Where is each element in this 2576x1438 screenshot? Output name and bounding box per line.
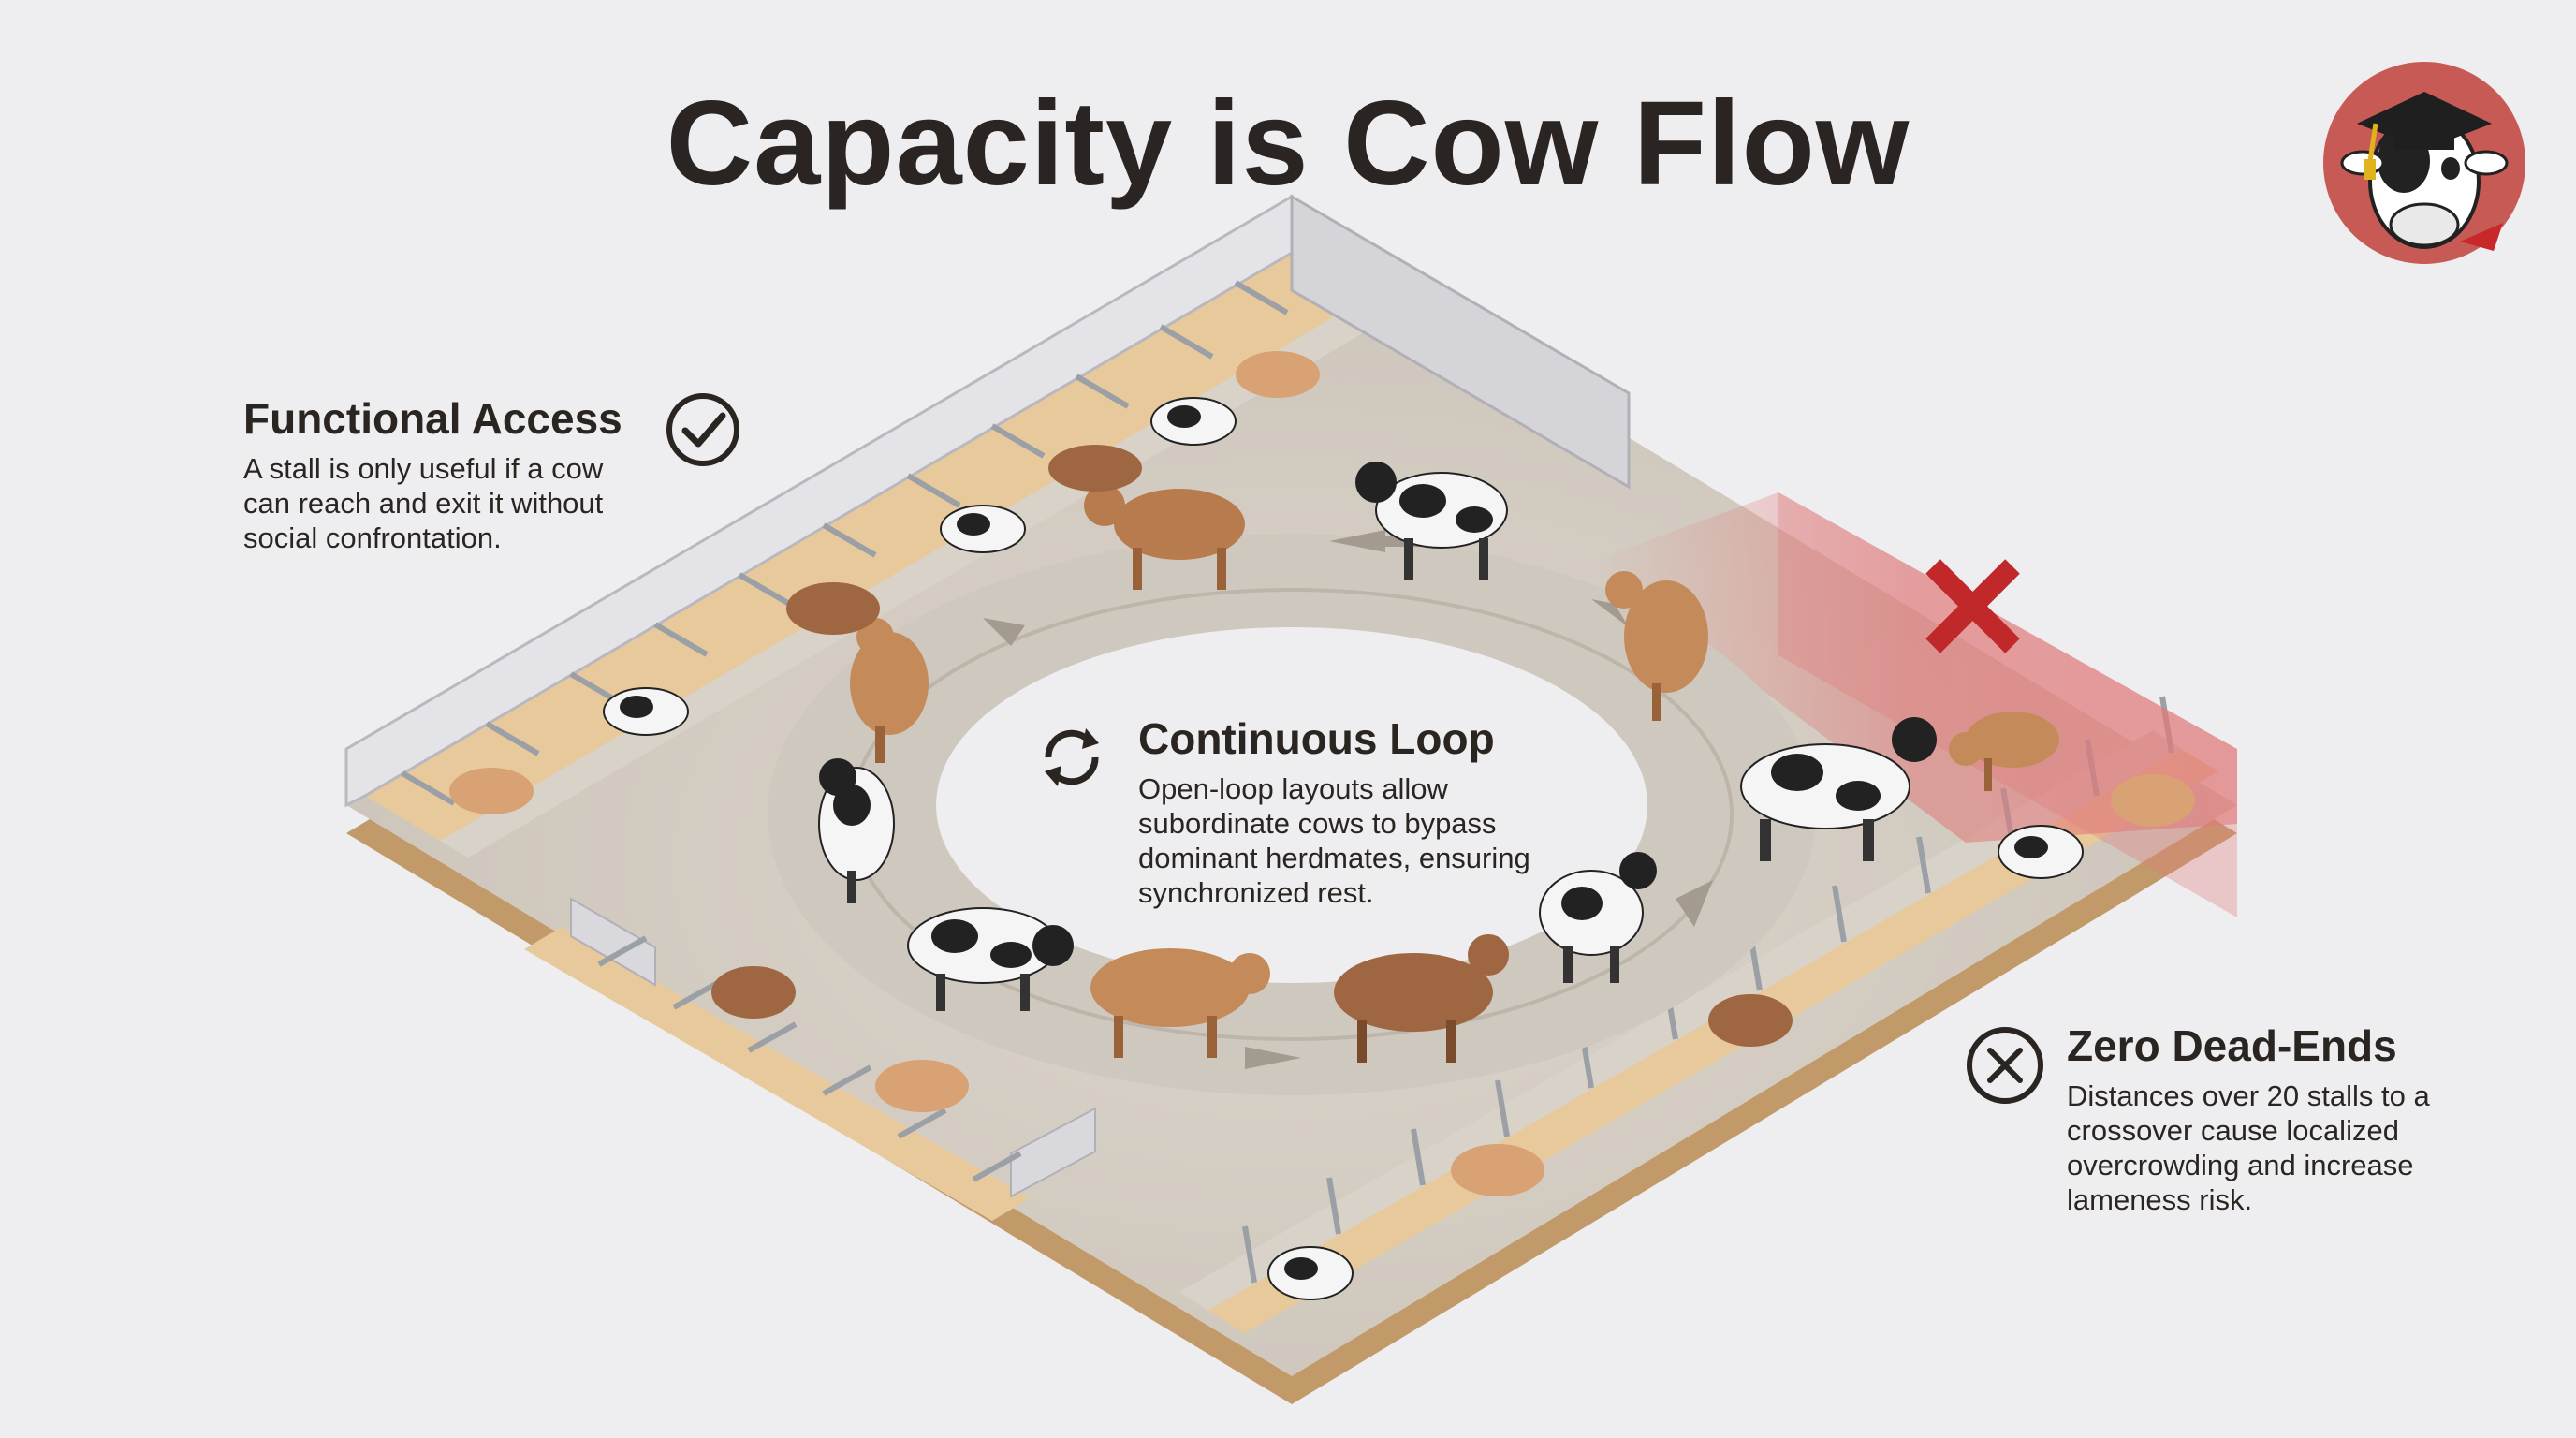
cow-walking (1605, 571, 1708, 721)
cow-walking (1090, 948, 1270, 1058)
back-wall-left (344, 194, 1631, 808)
callout-line: A stall is only useful if a cow (243, 452, 604, 485)
red-x-icon (1925, 559, 2020, 653)
cow-walking (1334, 934, 1509, 1063)
cow-lying (1048, 445, 1142, 492)
callout-line: Distances over 20 stalls to a (2067, 1079, 2430, 1112)
stall-row-bottom-left (524, 897, 1096, 1221)
callout-functional-access: Functional Access A stall is only useful… (243, 393, 805, 555)
cow-lying (940, 505, 1026, 553)
callout-continuous-loop: Continuous Loop Open-loop layouts allow … (1138, 713, 1644, 910)
cow-lying (1236, 351, 1320, 398)
callout-line: overcrowding and increase (2067, 1149, 2414, 1181)
callout-line: dominant herdmates, ensuring (1138, 842, 1530, 874)
cow-lying (449, 768, 534, 814)
cow-dominant (1740, 717, 1937, 861)
cow-cornered (1949, 712, 2059, 791)
callout-line: subordinate cows to bypass (1138, 807, 1497, 840)
cow-walking (818, 758, 895, 903)
stall-dividers-top-left (401, 280, 1289, 806)
cow-lying (711, 966, 796, 1019)
callout-line: Open-loop layouts allow (1138, 772, 1448, 805)
stall-row-bottom-right (1179, 730, 2218, 1333)
cow-lying (1150, 397, 1237, 446)
cow-walking (1355, 462, 1508, 580)
callout-line: crossover cause localized (2067, 1114, 2399, 1147)
cow-lying (1267, 1246, 1354, 1300)
cow-lying (875, 1060, 969, 1112)
refresh-loop-icon (1045, 728, 1099, 786)
x-circle-icon (1967, 1027, 2043, 1104)
callout-line: can reach and exit it without (243, 487, 604, 520)
callout-zero-dead-ends: Zero Dead-Ends Distances over 20 stalls … (2067, 1020, 2554, 1217)
page-title: Capacity is Cow Flow (666, 77, 1910, 211)
check-circle-icon (666, 393, 739, 466)
callout-heading: Zero Dead-Ends (2067, 1021, 2397, 1070)
cow-lying (1708, 994, 1793, 1047)
cow-walking (1539, 852, 1657, 983)
cow-lying (1998, 825, 2084, 879)
callout-body: A stall is only useful if a cow can reac… (243, 451, 805, 555)
cow-lying (603, 687, 689, 736)
callout-line: lameness risk. (2067, 1183, 2253, 1216)
cow-lying (786, 582, 880, 635)
callout-line: synchronized rest. (1138, 876, 1374, 909)
cow-walking (850, 618, 929, 763)
cow-walking (1084, 485, 1245, 590)
cow-walking (907, 907, 1074, 1011)
cow-lying (2111, 774, 2195, 827)
callout-heading: Functional Access (243, 394, 622, 443)
cows (449, 351, 2195, 1300)
cow-lying (1451, 1144, 1544, 1196)
callout-heading: Continuous Loop (1138, 714, 1495, 763)
callout-line: social confrontation. (243, 521, 502, 554)
graduate-cow-icon (2323, 62, 2525, 264)
callout-body: Distances over 20 stalls to a crossover … (2067, 1078, 2554, 1217)
callout-body: Open-loop layouts allow subordinate cows… (1138, 771, 1644, 910)
